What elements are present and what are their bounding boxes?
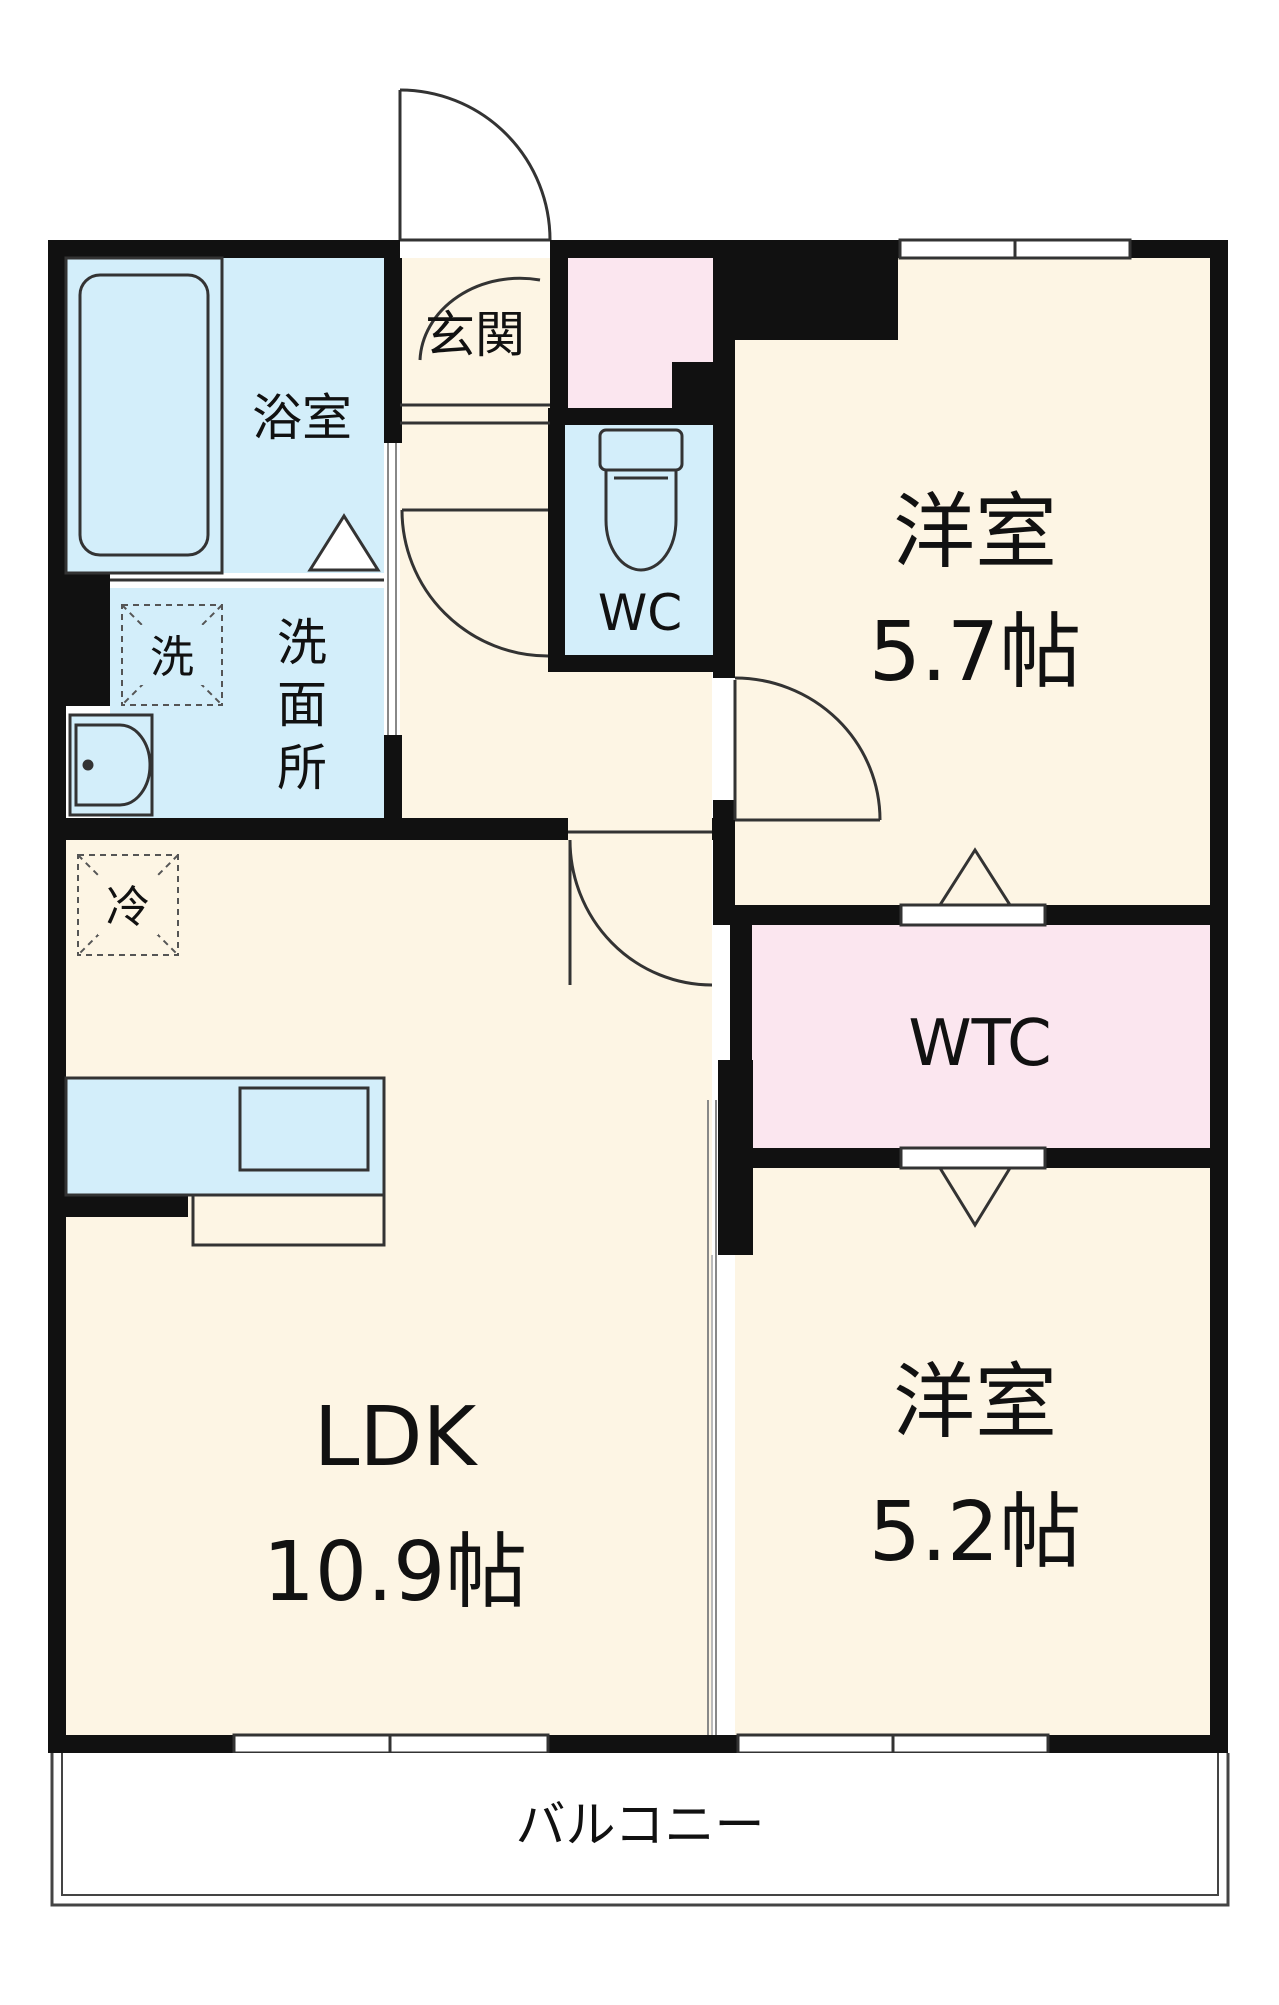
window-room1-top (898, 238, 1132, 260)
svg-text:洗: 洗 (277, 614, 327, 672)
entrance-label: 玄関 (425, 306, 525, 364)
door-hall (400, 508, 549, 658)
ldk-floor (62, 840, 712, 1735)
wall-top-right (1130, 240, 1228, 258)
door-bathroom (307, 513, 381, 572)
svg-text:所: 所 (277, 739, 327, 797)
ldk-name: LDK (314, 1390, 479, 1485)
pillar-mid (718, 1060, 753, 1255)
sliding-door-ldk (707, 1100, 717, 1735)
bathtub (64, 256, 224, 575)
toilet-label: WC (598, 584, 682, 642)
toilet-fixture (598, 428, 684, 572)
sink (68, 713, 154, 817)
wall-room1-left (713, 258, 735, 678)
balcony (50, 1753, 1230, 1907)
wall-bottom-left (48, 1735, 234, 1753)
wall-closet-bottom-a (735, 1148, 901, 1168)
door-ldk (568, 830, 713, 987)
balcony-label: バルコニー (516, 1796, 765, 1854)
western-room-1-name: 洋室 (893, 485, 1057, 580)
svg-text:面: 面 (277, 676, 327, 734)
entrance-step (400, 276, 550, 425)
western-room-2-name: 洋室 (893, 1355, 1057, 1450)
door-room1 (733, 676, 882, 822)
wall-bottom-mid (548, 1735, 738, 1753)
washroom-label: 洗 面 所 (277, 614, 327, 797)
washer-mark: 洗 (150, 632, 194, 683)
window-ldk-bottom (232, 1733, 550, 1755)
front-door (398, 88, 552, 242)
window-room2-bottom (736, 1733, 1050, 1755)
wall-bath-wash-right (384, 258, 402, 443)
wall-toilet-top (548, 408, 713, 425)
wall-room1-left-lower (713, 800, 735, 910)
wall-top-left (48, 240, 400, 258)
washing-machine-space (121, 604, 223, 706)
door-washroom (387, 443, 397, 735)
wall-left (48, 240, 66, 1750)
wall-toilet-left (548, 408, 565, 668)
wall-bath-bottom (66, 573, 110, 588)
fridge-space (77, 854, 179, 956)
kitchen-counter (64, 1076, 386, 1247)
wall-wash-right-lower (384, 735, 402, 840)
western-room-1-size: 5.7帖 (869, 605, 1081, 700)
wall-toilet-bottom (548, 655, 733, 672)
walk-in-closet-floor (735, 925, 1210, 1148)
wall-closet-bottom-b (1045, 1148, 1228, 1168)
walk-in-closet-label: WTC (908, 1007, 1051, 1081)
wall-wash-bottom (48, 818, 568, 840)
door-room2-closet (899, 1146, 1047, 1228)
wall-right (1210, 240, 1228, 1750)
western-room-1-floor (735, 258, 1210, 905)
bathroom-label: 浴室 (252, 389, 352, 447)
door-room1-closet (899, 847, 1047, 927)
pillar-top (713, 240, 898, 340)
western-room-2-floor (735, 1168, 1210, 1735)
wall-wash-left (66, 588, 110, 706)
wall-room1-bottom-a (713, 905, 901, 925)
wall-entrance-right (550, 258, 568, 408)
ldk-size: 10.9帖 (263, 1525, 528, 1620)
fridge-mark: 冷 (106, 882, 150, 933)
wall-room1-bottom-b (1045, 905, 1228, 925)
wall-kitchen-lower (48, 1195, 188, 1217)
western-room-2-size: 5.2帖 (869, 1485, 1081, 1580)
wall-shoe-bottom (672, 362, 713, 408)
wall-hall-bottom (712, 818, 735, 840)
wall-bottom-right (1048, 1735, 1228, 1753)
